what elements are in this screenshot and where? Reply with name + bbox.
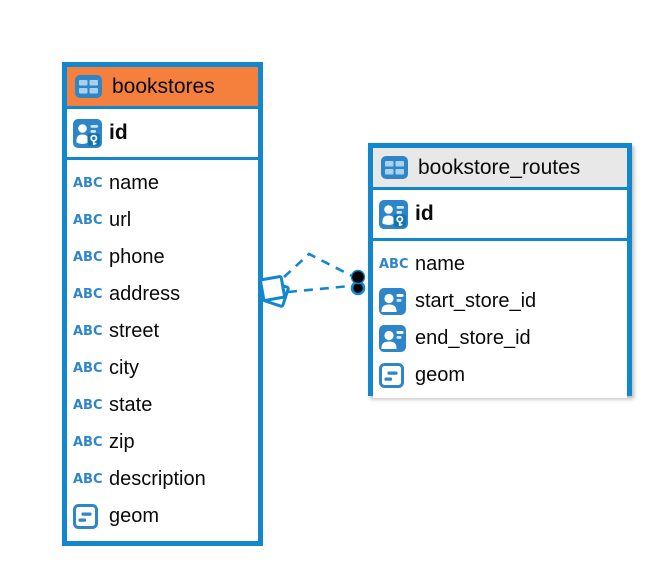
text-type-icon: ABC <box>73 361 103 376</box>
column-row-id[interactable]: id <box>67 109 258 160</box>
column-name: geom <box>109 505 160 527</box>
table-header-bookstores[interactable]: bookstores <box>67 67 258 109</box>
table-title: bookstores <box>112 74 215 98</box>
table-icon <box>381 156 408 179</box>
table-icon <box>75 75 102 98</box>
column-list: ABC name start_store_id end_store_id geo… <box>373 241 627 398</box>
column-list: ABC name ABC url ABC phone ABC address A… <box>67 160 258 539</box>
column-name: phone <box>109 246 165 268</box>
column-name: state <box>109 394 153 416</box>
column-row[interactable]: ABC zip <box>67 424 258 461</box>
table-title: bookstore_routes <box>418 155 581 179</box>
column-row[interactable]: geom <box>67 498 258 535</box>
many-end-diamond-marker[interactable] <box>259 275 290 308</box>
text-type-icon: ABC <box>73 435 103 450</box>
table-header-bookstore-routes[interactable]: bookstore_routes <box>373 148 627 190</box>
column-name: geom <box>415 364 466 386</box>
column-name: street <box>109 320 160 342</box>
column-row[interactable]: geom <box>373 357 627 394</box>
column-row[interactable]: ABC state <box>67 387 258 424</box>
text-type-icon: ABC <box>73 472 103 487</box>
text-type-icon: ABC <box>73 176 103 191</box>
text-type-icon: ABC <box>73 324 103 339</box>
column-name: name <box>415 253 466 275</box>
column-row[interactable]: ABC city <box>67 350 258 387</box>
geometry-type-icon <box>379 363 404 388</box>
column-row[interactable]: ABC description <box>67 461 258 498</box>
text-type-icon: ABC <box>73 213 103 228</box>
column-row[interactable]: ABC address <box>67 276 258 313</box>
geometry-type-icon <box>73 504 98 529</box>
relation-link-start-store[interactable] <box>283 252 353 278</box>
text-type-icon: ABC <box>73 250 103 265</box>
column-row[interactable]: ABC street <box>67 313 258 350</box>
table-bookstores[interactable]: bookstores id ABC name ABC url ABC phone… <box>62 62 263 546</box>
column-row[interactable]: ABC phone <box>67 239 258 276</box>
text-type-icon: ABC <box>73 287 103 302</box>
column-name: url <box>109 209 132 231</box>
column-row[interactable]: ABC name <box>373 246 627 283</box>
column-row-id[interactable]: id <box>373 190 627 241</box>
column-row[interactable]: ABC url <box>67 202 258 239</box>
column-name: city <box>109 357 139 379</box>
column-name: address <box>109 283 181 305</box>
ref-end-dot-marker[interactable] <box>350 269 366 296</box>
person-id-icon <box>379 325 406 352</box>
column-row[interactable]: ABC name <box>67 165 258 202</box>
primary-key-icon <box>73 118 102 148</box>
column-name: name <box>109 172 160 194</box>
column-name: start_store_id <box>415 290 537 312</box>
text-type-icon: ABC <box>73 398 103 413</box>
text-type-icon: ABC <box>379 257 409 272</box>
column-name: id <box>109 121 128 144</box>
column-name: id <box>415 202 434 225</box>
relation-link-end-store[interactable] <box>287 284 351 294</box>
column-name: description <box>109 468 206 490</box>
column-row[interactable]: end_store_id <box>373 320 627 357</box>
column-row[interactable]: start_store_id <box>373 283 627 320</box>
column-name: zip <box>109 431 135 453</box>
column-name: end_store_id <box>415 327 531 349</box>
primary-key-icon <box>379 199 408 229</box>
table-bookstore-routes[interactable]: bookstore_routes id ABC name start_store… <box>368 143 632 398</box>
person-id-icon <box>379 288 406 315</box>
